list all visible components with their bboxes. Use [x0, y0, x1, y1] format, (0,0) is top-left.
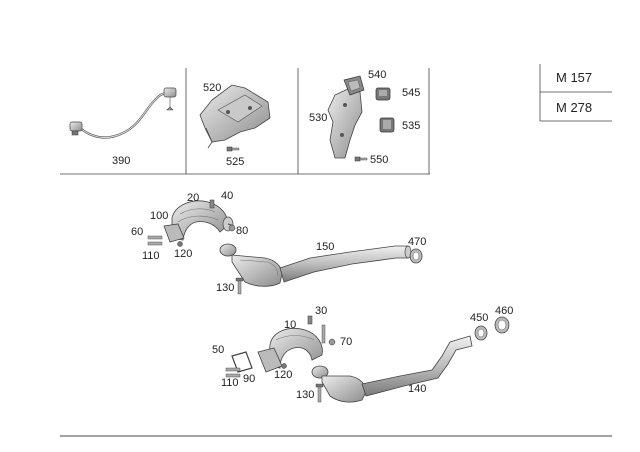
- callout-50: 50: [212, 344, 225, 356]
- mount-545-part: [375, 87, 391, 101]
- callout-130-upper: 130: [216, 282, 235, 294]
- callout-470: 470: [408, 236, 427, 248]
- callout-130-lower: 130: [296, 389, 315, 401]
- oxygen-sensor-part: [69, 87, 177, 139]
- lower-exhaust-assembly: [225, 315, 510, 403]
- callout-140: 140: [408, 383, 427, 395]
- callout-450: 450: [470, 312, 489, 324]
- callout-460: 460: [495, 305, 514, 317]
- callout-60: 60: [131, 226, 144, 238]
- top-panel-frame: [60, 68, 430, 175]
- callout-550: 550: [370, 154, 389, 166]
- callout-120-upper: 120: [174, 248, 193, 260]
- callout-390: 390: [112, 155, 131, 167]
- callout-520: 520: [203, 82, 222, 94]
- callout-540: 540: [368, 69, 387, 81]
- bolt-550-part: [354, 156, 368, 162]
- callout-20: 20: [187, 192, 200, 204]
- callout-30: 30: [315, 305, 328, 317]
- bracket-530-part: [327, 87, 363, 159]
- callout-525: 525: [226, 156, 245, 168]
- model-label-m278: M 278: [556, 100, 593, 115]
- callout-40: 40: [221, 190, 234, 202]
- mount-535-part: [379, 117, 395, 133]
- callout-110-upper: 110: [142, 250, 160, 262]
- model-label-m157: M 157: [556, 70, 593, 85]
- callout-70: 70: [340, 336, 353, 348]
- bracket-520-part: [199, 84, 271, 149]
- callout-110-lower: 110: [221, 377, 239, 389]
- callout-150: 150: [316, 241, 335, 253]
- bolt-525-part: [226, 146, 240, 152]
- callout-90: 90: [243, 373, 256, 385]
- callout-80: 80: [236, 225, 249, 237]
- callout-530: 530: [309, 112, 328, 124]
- upper-exhaust-assembly: [147, 199, 423, 295]
- callout-100: 100: [150, 210, 169, 222]
- callout-545: 545: [402, 87, 421, 99]
- clamp-540-part: [343, 75, 365, 96]
- callout-10: 10: [284, 319, 297, 331]
- callout-120-lower: 120: [274, 369, 293, 381]
- callout-535: 535: [402, 120, 421, 132]
- model-box-frame: [539, 64, 612, 122]
